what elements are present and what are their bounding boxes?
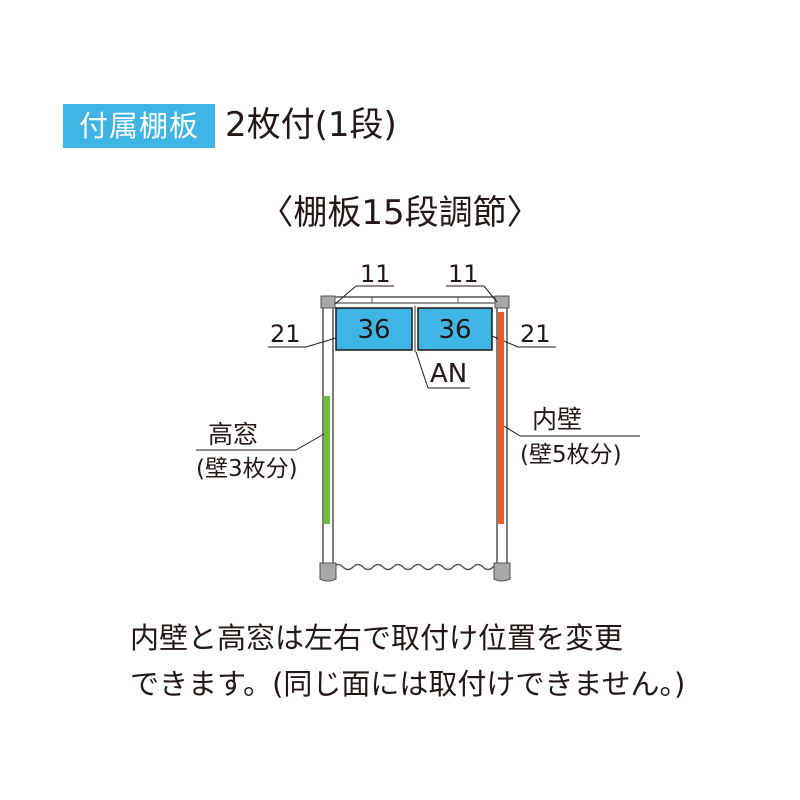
mounting-note-line2: できます。(同じ面には取付けできません。) <box>130 667 686 701</box>
inner-wall-detail: (壁5枚分) <box>520 442 622 468</box>
top-dim-left: 11 <box>360 260 391 288</box>
bottom-left-foot <box>319 562 337 582</box>
shelf-right-depth: 36 <box>438 315 471 345</box>
shelf-adjust-subtitle: 〈棚板15段調節〉 <box>259 193 541 233</box>
shelf-board-right <box>417 307 493 351</box>
side-dim-right: 21 <box>520 320 551 348</box>
top-left-corner-cap <box>320 295 336 309</box>
top-right-corner-cap <box>494 295 510 309</box>
top-dim-right: 11 <box>448 260 479 288</box>
high-window-name: 高窓 <box>208 420 258 449</box>
floor-wave-line <box>332 563 498 571</box>
shelf-board-left <box>335 307 413 351</box>
high-window-detail: (壁3枚分) <box>196 456 298 482</box>
inner-wall-panel <box>498 312 504 524</box>
shelf-left-depth: 36 <box>357 315 390 345</box>
center-label-an: AN <box>430 359 467 389</box>
bottom-right-foot <box>493 562 511 582</box>
inner-wall-name: 内壁 <box>532 405 582 434</box>
side-dim-left: 21 <box>270 320 301 348</box>
high-window-panel <box>324 396 330 524</box>
accessory-shelf-badge: 付属棚板 <box>63 104 215 148</box>
shelf-count-text: 2枚付(1段) <box>225 105 397 145</box>
mounting-note-line1: 内壁と高窓は左右で取付け位置を変更 <box>130 621 624 655</box>
